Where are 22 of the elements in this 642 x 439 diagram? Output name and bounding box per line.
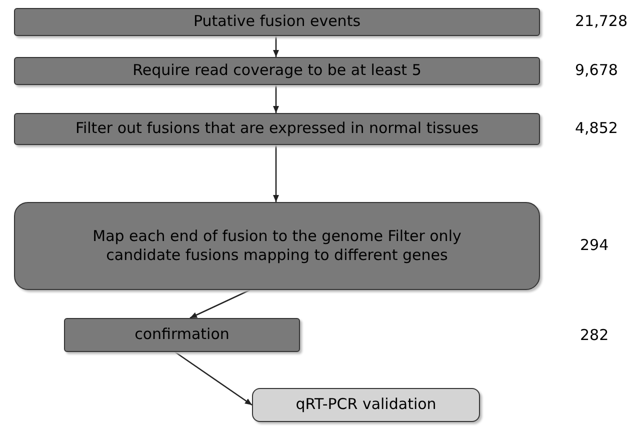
count-label: 294 [580,236,609,254]
step-text: Require read coverage to be at least 5 [132,61,422,81]
process-box [14,113,540,145]
step-text: Putative fusion events [193,12,361,32]
step-text: qRT-PCR validation [296,395,436,415]
count-label: 282 [580,326,609,344]
process-box [14,8,540,36]
arrow [174,351,252,406]
count-label: 21,728 [575,12,628,30]
process-box [64,318,300,352]
arrow [273,145,279,202]
process-box [14,202,540,290]
step-text: confirmation [134,325,230,345]
arrow [190,289,250,319]
process-box [252,388,480,422]
step-text: Filter out fusions that are expressed in normal tissues [75,119,479,139]
arrow [273,36,279,57]
count-label: 4,852 [575,119,618,137]
process-box [14,57,540,85]
arrow [273,85,279,113]
step-text: Map each end of fusion to the genome Filter only candidate fusions mapping to different genes [92,226,462,266]
count-label: 9,678 [575,61,618,79]
